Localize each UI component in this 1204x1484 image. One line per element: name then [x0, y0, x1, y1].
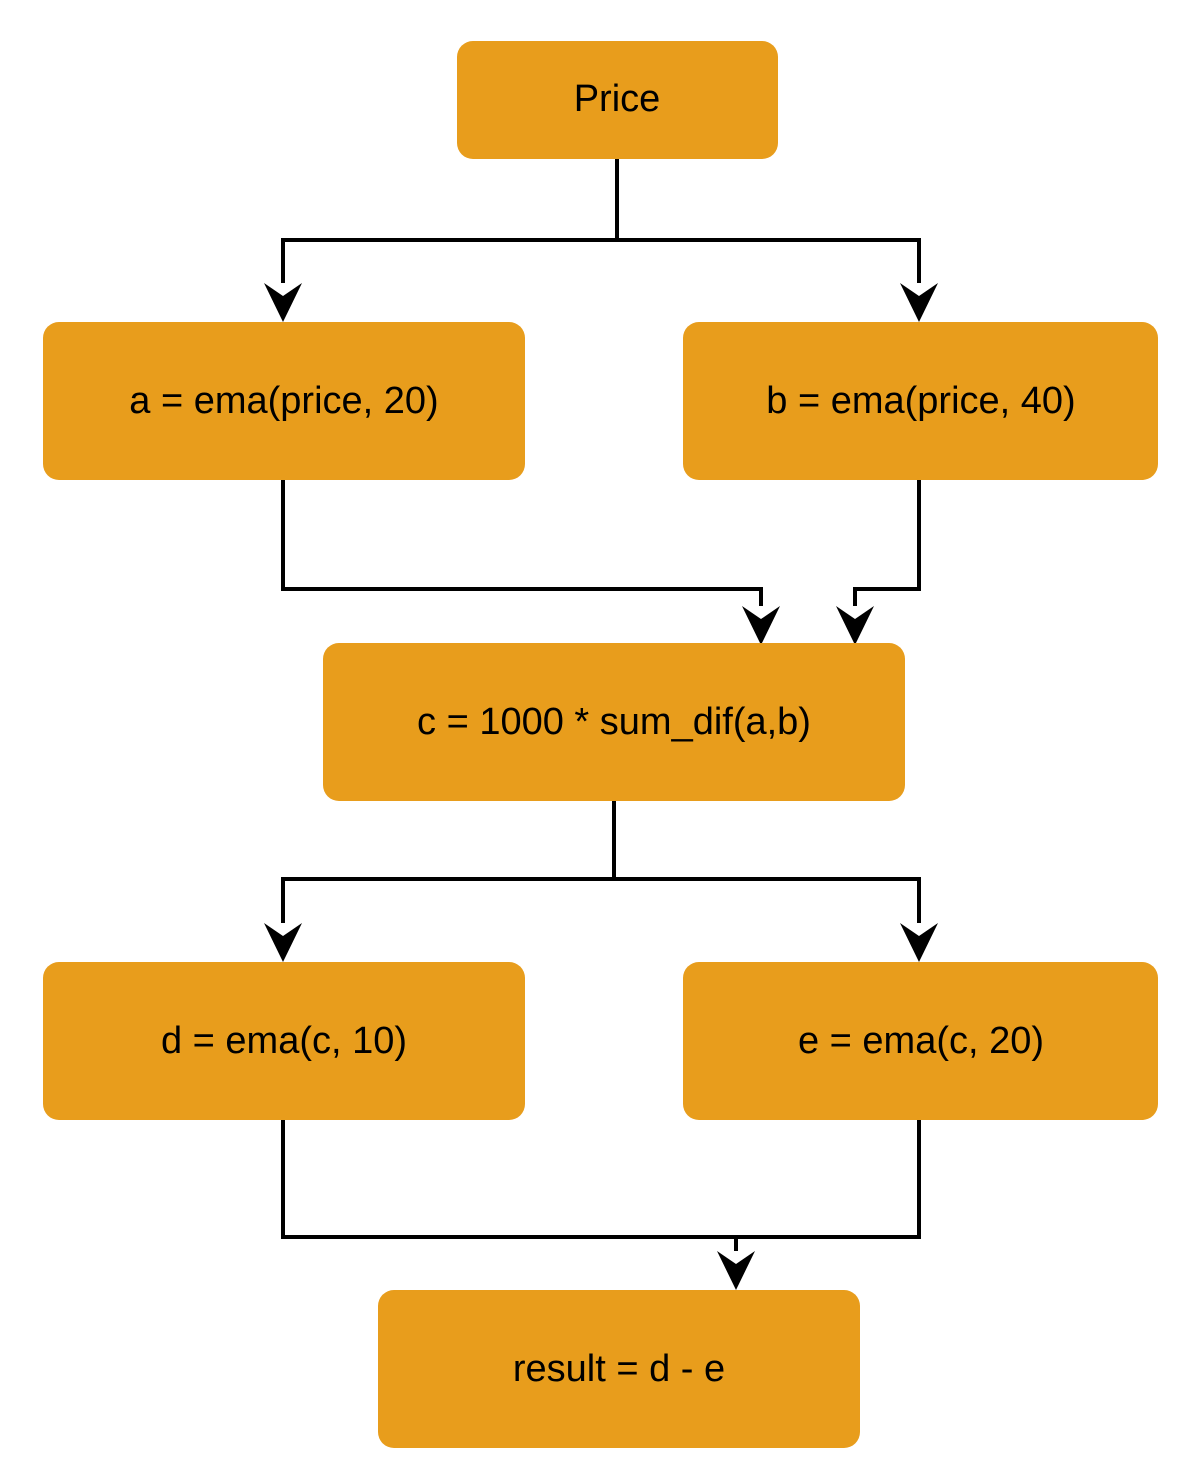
edge-line-e-to-result	[734, 1120, 921, 1251]
edge-line-c-to-d	[281, 801, 616, 923]
edge-line-c-to-e	[612, 801, 921, 923]
node-result[interactable]: result = d - e	[378, 1290, 860, 1448]
edge-price-to-b	[615, 159, 938, 322]
arrow-head-c-to-d	[264, 923, 302, 962]
edge-c-to-e	[612, 801, 938, 962]
edge-line-d-to-result	[281, 1120, 738, 1251]
node-e-label: e = ema(c, 20)	[798, 1020, 1044, 1062]
node-price-shape[interactable]	[457, 41, 778, 159]
node-b-label: b = ema(price, 40)	[766, 380, 1075, 422]
node-d-shape[interactable]	[43, 962, 525, 1120]
arrow-head-c-to-e	[900, 923, 938, 962]
node-layer: Price a = ema(price, 20) b = ema(price, …	[43, 41, 1158, 1448]
node-c-label: c = 1000 * sum_dif(a,b)	[417, 701, 811, 743]
arrow-head-price-to-a	[264, 283, 302, 322]
arrow-head-to-result	[717, 1251, 755, 1290]
edge-line-price-to-b	[615, 159, 921, 283]
node-price[interactable]: Price	[457, 41, 778, 159]
node-c[interactable]: c = 1000 * sum_dif(a,b)	[323, 643, 905, 801]
edge-b-to-c	[836, 480, 921, 645]
arrow-head-b-to-c	[836, 606, 874, 645]
node-b-shape[interactable]	[683, 322, 1158, 480]
node-a[interactable]: a = ema(price, 20)	[43, 322, 525, 480]
node-c-shape[interactable]	[323, 643, 905, 801]
node-e[interactable]: e = ema(c, 20)	[683, 962, 1158, 1120]
node-d-label: d = ema(c, 10)	[161, 1020, 407, 1062]
node-result-label: result = d - e	[513, 1348, 725, 1390]
arrow-head-a-to-c	[742, 606, 780, 645]
edge-a-to-c	[281, 480, 780, 645]
node-result-shape[interactable]	[378, 1290, 860, 1448]
node-price-label: Price	[574, 78, 661, 120]
edge-line-b-to-c	[853, 480, 921, 606]
node-e-shape[interactable]	[683, 962, 1158, 1120]
edge-e-to-result	[717, 1120, 921, 1290]
edge-layer	[264, 159, 938, 1290]
edge-line-a-to-c	[281, 480, 763, 606]
node-b[interactable]: b = ema(price, 40)	[683, 322, 1158, 480]
arrow-head-price-to-b	[900, 283, 938, 322]
node-a-shape[interactable]	[43, 322, 525, 480]
edge-price-to-a	[264, 159, 619, 322]
edge-line-price-to-a	[281, 159, 619, 283]
edge-d-to-result	[281, 1120, 738, 1251]
node-d[interactable]: d = ema(c, 10)	[43, 962, 525, 1120]
node-a-label: a = ema(price, 20)	[129, 380, 438, 422]
edge-c-to-d	[264, 801, 616, 962]
